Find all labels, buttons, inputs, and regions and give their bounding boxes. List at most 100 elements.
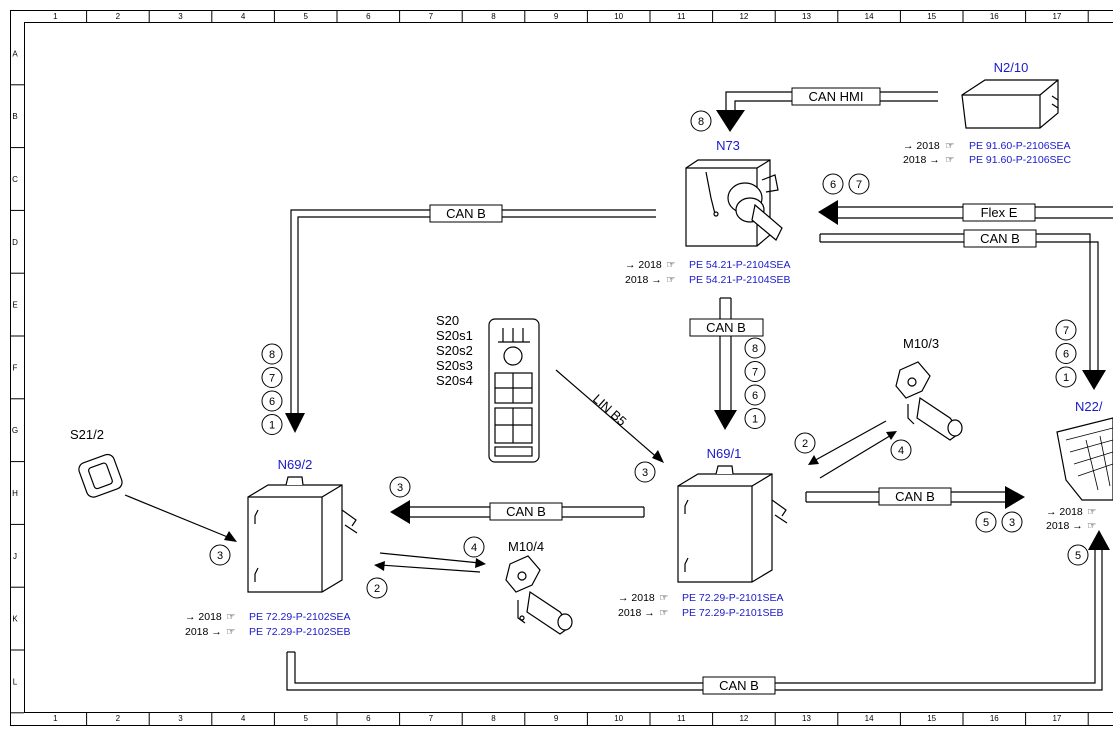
label-n73: N73 — [716, 138, 740, 153]
svg-text:2018 →: 2018 → — [618, 607, 655, 619]
svg-text:3: 3 — [217, 550, 223, 562]
bus-label-can-b-center: CAN B — [689, 318, 764, 337]
grid-column-label: 17 — [1052, 12, 1061, 21]
grid-column-label: 11 — [677, 714, 686, 723]
svg-text:CAN B: CAN B — [719, 678, 759, 693]
circled-marker: 7 — [744, 361, 766, 382]
circled-marker: 3 — [209, 544, 231, 566]
grid-column-label: 5 — [303, 714, 308, 723]
circled-marker: 7 — [261, 367, 283, 388]
grid-column-label: 3 — [178, 714, 183, 723]
grid-row-label: E — [12, 301, 17, 310]
label-n69-2: N69/2 — [278, 457, 313, 472]
svg-text:S20: S20 — [436, 313, 459, 328]
svg-text:S20s4: S20s4 — [436, 373, 473, 388]
svg-text:CAN B: CAN B — [895, 489, 935, 504]
bus-label-can-hmi: CAN HMI — [791, 87, 881, 106]
hand-pointer-icon: ☞ — [659, 592, 668, 604]
m10-3-motor-icon — [895, 361, 963, 441]
circled-marker: 4 — [463, 536, 485, 558]
grid-row-label: B — [12, 112, 17, 121]
svg-text:6: 6 — [1063, 349, 1069, 361]
circled-marker: 6 — [822, 173, 844, 195]
label-n69-1: N69/1 — [707, 446, 742, 461]
svg-text:PE 91.60-P-2106SEA: PE 91.60-P-2106SEA — [969, 140, 1071, 152]
circled-marker: 6 — [1055, 343, 1077, 364]
grid-column-label: 14 — [865, 12, 874, 21]
grid-row-label: D — [12, 238, 18, 247]
grid-column-label: 13 — [802, 714, 811, 723]
svg-text:4: 4 — [898, 445, 904, 457]
svg-text:2018 →: 2018 → — [903, 154, 940, 166]
n69-2-control-unit-icon — [247, 476, 358, 593]
grid-column-label: 12 — [739, 714, 748, 723]
svg-text:5: 5 — [1075, 550, 1081, 562]
svg-text:PE 72.29-P-2102SEA: PE 72.29-P-2102SEA — [249, 611, 351, 623]
svg-text:8: 8 — [698, 116, 704, 128]
grid-column-label: 4 — [241, 12, 246, 21]
grid-column-label: 10 — [614, 12, 623, 21]
label-m10-3: M10/3 — [903, 336, 939, 351]
svg-text:→ 2018: → 2018 — [618, 592, 655, 604]
circled-marker: 1 — [261, 414, 283, 435]
hand-pointer-icon: ☞ — [666, 259, 675, 271]
hand-pointer-icon: ☞ — [1087, 506, 1096, 518]
svg-text:S20s3: S20s3 — [436, 358, 473, 373]
arrowheads — [285, 110, 1110, 550]
svg-text:CAN B: CAN B — [506, 504, 546, 519]
grid-column-label: 1 — [53, 714, 58, 723]
bus-label-flex-e: Flex E — [962, 203, 1036, 222]
svg-text:2018 →: 2018 → — [625, 274, 662, 286]
bus-label-can-b-mid: CAN B — [489, 502, 563, 521]
hand-pointer-icon: ☞ — [1087, 520, 1096, 532]
signal-arrowheads — [224, 431, 897, 571]
svg-text:2: 2 — [374, 583, 380, 595]
label-n2-10: N2/10 — [994, 60, 1029, 75]
bus-label-lin-b5: LIN B5 — [590, 391, 630, 429]
svg-text:1: 1 — [752, 414, 758, 426]
grid-column-label: 7 — [429, 12, 434, 21]
arrowhead-n69-1 — [714, 410, 737, 430]
svg-text:CAN B: CAN B — [980, 231, 1020, 246]
svg-text:6: 6 — [830, 179, 836, 191]
label-s20-group: S20 S20s1 S20s2 S20s3 S20s4 — [436, 313, 473, 388]
refs-n69-1: → 2018 ☞ PE 72.29-P-2101SEA 2018 → ☞ PE … — [618, 592, 784, 619]
circled-marker: 4 — [890, 439, 912, 461]
arrowhead-n22-bottom — [1088, 530, 1110, 550]
svg-text:S20s1: S20s1 — [436, 328, 473, 343]
svg-text:2018 →: 2018 → — [1046, 520, 1083, 532]
svg-text:CAN B: CAN B — [706, 320, 746, 335]
svg-text:S20s2: S20s2 — [436, 343, 473, 358]
svg-text:7: 7 — [752, 367, 758, 379]
svg-text:1: 1 — [1063, 372, 1069, 384]
circled-marker: 6 — [744, 384, 766, 406]
arrowhead-n73 — [716, 110, 745, 132]
grid-column-label: 9 — [554, 12, 559, 21]
grid-column-label: 17 — [1052, 714, 1061, 723]
grid-column-label: 16 — [990, 714, 999, 723]
circled-marker: 3 — [389, 476, 411, 498]
refs-n73: → 2018 ☞ PE 54.21-P-2104SEA 2018 → ☞ PE … — [625, 259, 791, 286]
n22-panel-icon — [1056, 417, 1113, 501]
grid-column-label: 1 — [53, 12, 58, 21]
grid-column-label: 8 — [491, 714, 496, 723]
svg-text:8: 8 — [752, 343, 758, 355]
bus-label-can-b-bottom: CAN B — [702, 676, 776, 695]
grid-column-label: 2 — [116, 12, 121, 21]
hand-pointer-icon: ☞ — [226, 611, 235, 623]
m10-4-motor-icon — [505, 555, 573, 635]
svg-text:→ 2018: → 2018 — [1046, 506, 1083, 518]
arrowhead-flex-e — [818, 200, 838, 225]
s21-2-switch-icon — [78, 453, 123, 498]
circled-marker: 7 — [848, 173, 870, 195]
grid-row-label: C — [12, 175, 18, 184]
circled-marker: 5 — [1067, 544, 1089, 566]
svg-text:PE 54.21-P-2104SEB: PE 54.21-P-2104SEB — [689, 274, 791, 286]
label-n22: N22/ — [1075, 399, 1103, 414]
svg-text:PE 91.60-P-2106SEC: PE 91.60-P-2106SEC — [969, 154, 1072, 166]
svg-text:PE 72.29-P-2101SEB: PE 72.29-P-2101SEB — [682, 607, 784, 619]
svg-text:PE 72.29-P-2101SEA: PE 72.29-P-2101SEA — [682, 592, 784, 604]
